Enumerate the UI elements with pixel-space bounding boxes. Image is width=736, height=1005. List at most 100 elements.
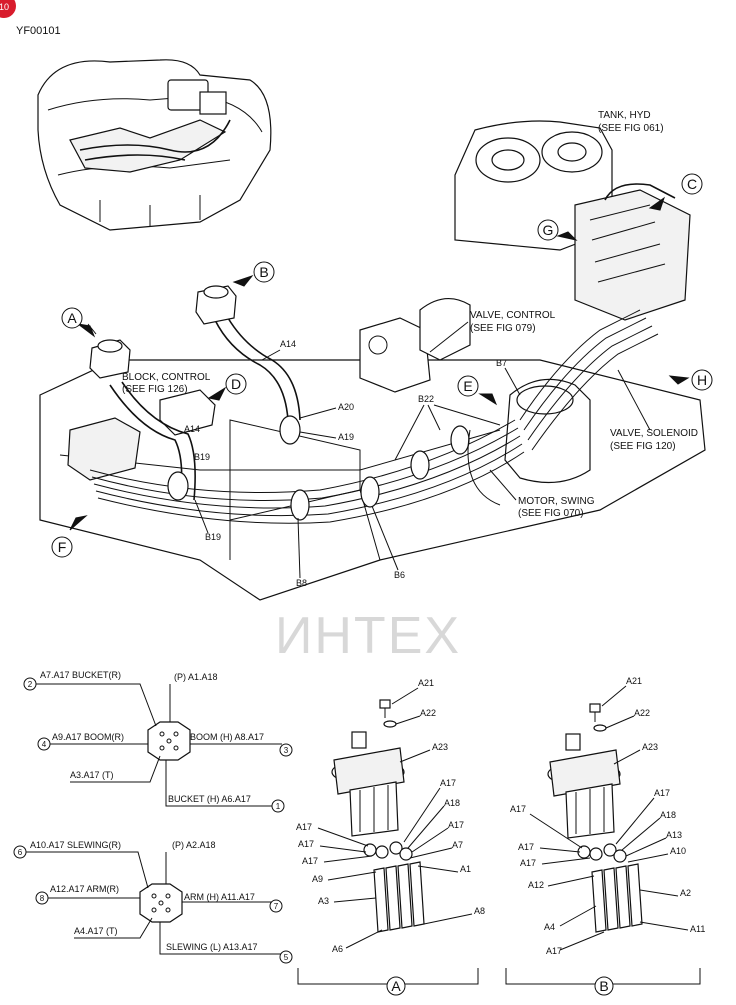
svg-text:A14: A14 — [280, 339, 296, 349]
view-letter-B: B — [253, 261, 275, 283]
svg-text:A14: A14 — [184, 424, 200, 434]
svg-text:6: 6 — [18, 848, 23, 857]
svg-text:(SEE FIG 061): (SEE FIG 061) — [598, 123, 664, 134]
detail-view-a: A21 A22 A23 A17 A18 A17 A17 A17 A17 A7 A… — [296, 678, 485, 996]
view-letter-E: E — [457, 375, 479, 397]
svg-text:A17: A17 — [296, 822, 312, 832]
svg-text:A3: A3 — [318, 896, 329, 906]
svg-text:A18: A18 — [660, 810, 676, 820]
svg-text:VALVE, SOLENOID: VALVE, SOLENOID — [610, 428, 698, 439]
svg-text:A1: A1 — [460, 864, 471, 874]
svg-text:8: 8 — [40, 894, 45, 903]
view-letter-C: C — [681, 173, 703, 195]
svg-text:2: 2 — [28, 680, 33, 689]
svg-text:A23: A23 — [432, 742, 448, 752]
svg-text:A22: A22 — [634, 708, 650, 718]
svg-text:B22: B22 — [418, 394, 434, 404]
schematic-pilot-valve-a: 2 A7.A17 BUCKET(R) 4 A9.A17 BOOM(R) (P) … — [23, 670, 293, 813]
svg-text:B8: B8 — [296, 578, 307, 588]
svg-text:A10: A10 — [670, 846, 686, 856]
callout-block-control: BLOCK, CONTROL (SEE FIG 126) — [122, 372, 211, 395]
svg-text:C: C — [687, 176, 697, 192]
svg-text:A23: A23 — [642, 742, 658, 752]
svg-text:B6: B6 — [394, 570, 405, 580]
svg-text:A11: A11 — [690, 924, 705, 934]
svg-text:A7: A7 — [452, 840, 463, 850]
svg-text:A2: A2 — [680, 888, 691, 898]
svg-text:A9.A17 BOOM(R): A9.A17 BOOM(R) — [52, 732, 124, 742]
svg-text:B: B — [259, 264, 268, 280]
svg-text:4: 4 — [42, 740, 47, 749]
svg-text:A17: A17 — [298, 839, 314, 849]
svg-text:7: 7 — [274, 902, 279, 911]
svg-text:(P) A1.A18: (P) A1.A18 — [174, 672, 218, 682]
svg-text:A9: A9 — [312, 874, 323, 884]
svg-text:SLEWING (L) A13.A17: SLEWING (L) A13.A17 — [166, 942, 258, 952]
svg-text:A17: A17 — [302, 856, 318, 866]
machine-overview-illustration — [37, 59, 272, 231]
callout-tank-hyd: TANK, HYD (SEE FIG 061) — [598, 110, 664, 134]
svg-text:A3.A17 (T): A3.A17 (T) — [70, 770, 114, 780]
svg-text:A17: A17 — [654, 788, 670, 798]
svg-text:A17: A17 — [518, 842, 534, 852]
svg-text:A20: A20 — [338, 402, 354, 412]
detail-view-b: A21 A22 A23 A17 A17 A18 A17 A13 A17 A10 … — [505, 676, 705, 996]
svg-text:A10.A17 SLEWING(R): A10.A17 SLEWING(R) — [30, 840, 121, 850]
svg-text:A: A — [67, 310, 77, 326]
svg-text:A4.A17 (T): A4.A17 (T) — [74, 926, 118, 936]
svg-text:3: 3 — [284, 746, 289, 755]
view-letter-H: H — [691, 369, 713, 391]
svg-text:A17: A17 — [520, 858, 536, 868]
svg-text:B19: B19 — [194, 452, 210, 462]
svg-text:A: A — [391, 978, 401, 994]
svg-text:(P) A2.A18: (P) A2.A18 — [172, 840, 216, 850]
svg-text:G: G — [543, 222, 554, 238]
svg-text:MOTOR, SWING: MOTOR, SWING — [518, 496, 595, 507]
svg-text:BUCKET (H) A6.A17: BUCKET (H) A6.A17 — [168, 794, 251, 804]
svg-text:A22: A22 — [420, 708, 436, 718]
main-assembly-illustration — [39, 120, 706, 601]
view-letter-D: D — [225, 373, 247, 395]
svg-text:B: B — [599, 978, 608, 994]
svg-text:1: 1 — [276, 802, 281, 811]
view-letter-A: A — [61, 307, 83, 329]
page-badge-number: 10 — [0, 2, 9, 12]
svg-text:ARM (H) A11.A17: ARM (H) A11.A17 — [184, 892, 255, 902]
svg-text:A18: A18 — [444, 798, 460, 808]
view-letter-F: F — [51, 536, 73, 558]
svg-text:E: E — [463, 378, 472, 394]
callout-valve-solenoid: VALVE, SOLENOID (SEE FIG 120) — [610, 369, 698, 452]
svg-text:TANK, HYD: TANK, HYD — [598, 110, 651, 121]
svg-text:VALVE, CONTROL: VALVE, CONTROL — [470, 310, 556, 321]
svg-text:A17: A17 — [510, 804, 526, 814]
callout-motor-swing: MOTOR, SWING (SEE FIG 070) — [489, 469, 595, 519]
svg-text:A8: A8 — [474, 906, 485, 916]
svg-text:BOOM (H) A8.A17: BOOM (H) A8.A17 — [190, 732, 264, 742]
svg-text:A4: A4 — [544, 922, 555, 932]
svg-text:(SEE FIG 126): (SEE FIG 126) — [122, 384, 188, 395]
svg-text:A12.A17 ARM(R): A12.A17 ARM(R) — [50, 884, 119, 894]
svg-text:A17: A17 — [546, 946, 562, 956]
svg-text:BLOCK, CONTROL: BLOCK, CONTROL — [122, 372, 211, 383]
callout-valve-control: VALVE, CONTROL (SEE FIG 079) — [429, 310, 556, 353]
svg-text:5: 5 — [284, 953, 289, 962]
page-badge — [0, 0, 16, 18]
svg-text:A17: A17 — [448, 820, 464, 830]
svg-text:(SEE FIG 079): (SEE FIG 079) — [470, 323, 536, 334]
svg-text:A19: A19 — [338, 432, 354, 442]
svg-text:A21: A21 — [418, 678, 434, 688]
svg-text:F: F — [58, 539, 67, 555]
svg-text:A21: A21 — [626, 676, 642, 686]
svg-text:(SEE FIG 070): (SEE FIG 070) — [518, 508, 584, 519]
svg-text:H: H — [697, 372, 707, 388]
svg-text:A6: A6 — [332, 944, 343, 954]
view-letter-G: G — [537, 219, 559, 241]
svg-text:A17: A17 — [440, 778, 456, 788]
watermark-text: ИНТЕХ — [275, 607, 461, 665]
svg-text:B7: B7 — [496, 358, 507, 368]
svg-text:A7.A17 BUCKET(R): A7.A17 BUCKET(R) — [40, 670, 121, 680]
svg-text:(SEE FIG 120): (SEE FIG 120) — [610, 441, 676, 452]
document-code: YF00101 — [16, 25, 61, 37]
